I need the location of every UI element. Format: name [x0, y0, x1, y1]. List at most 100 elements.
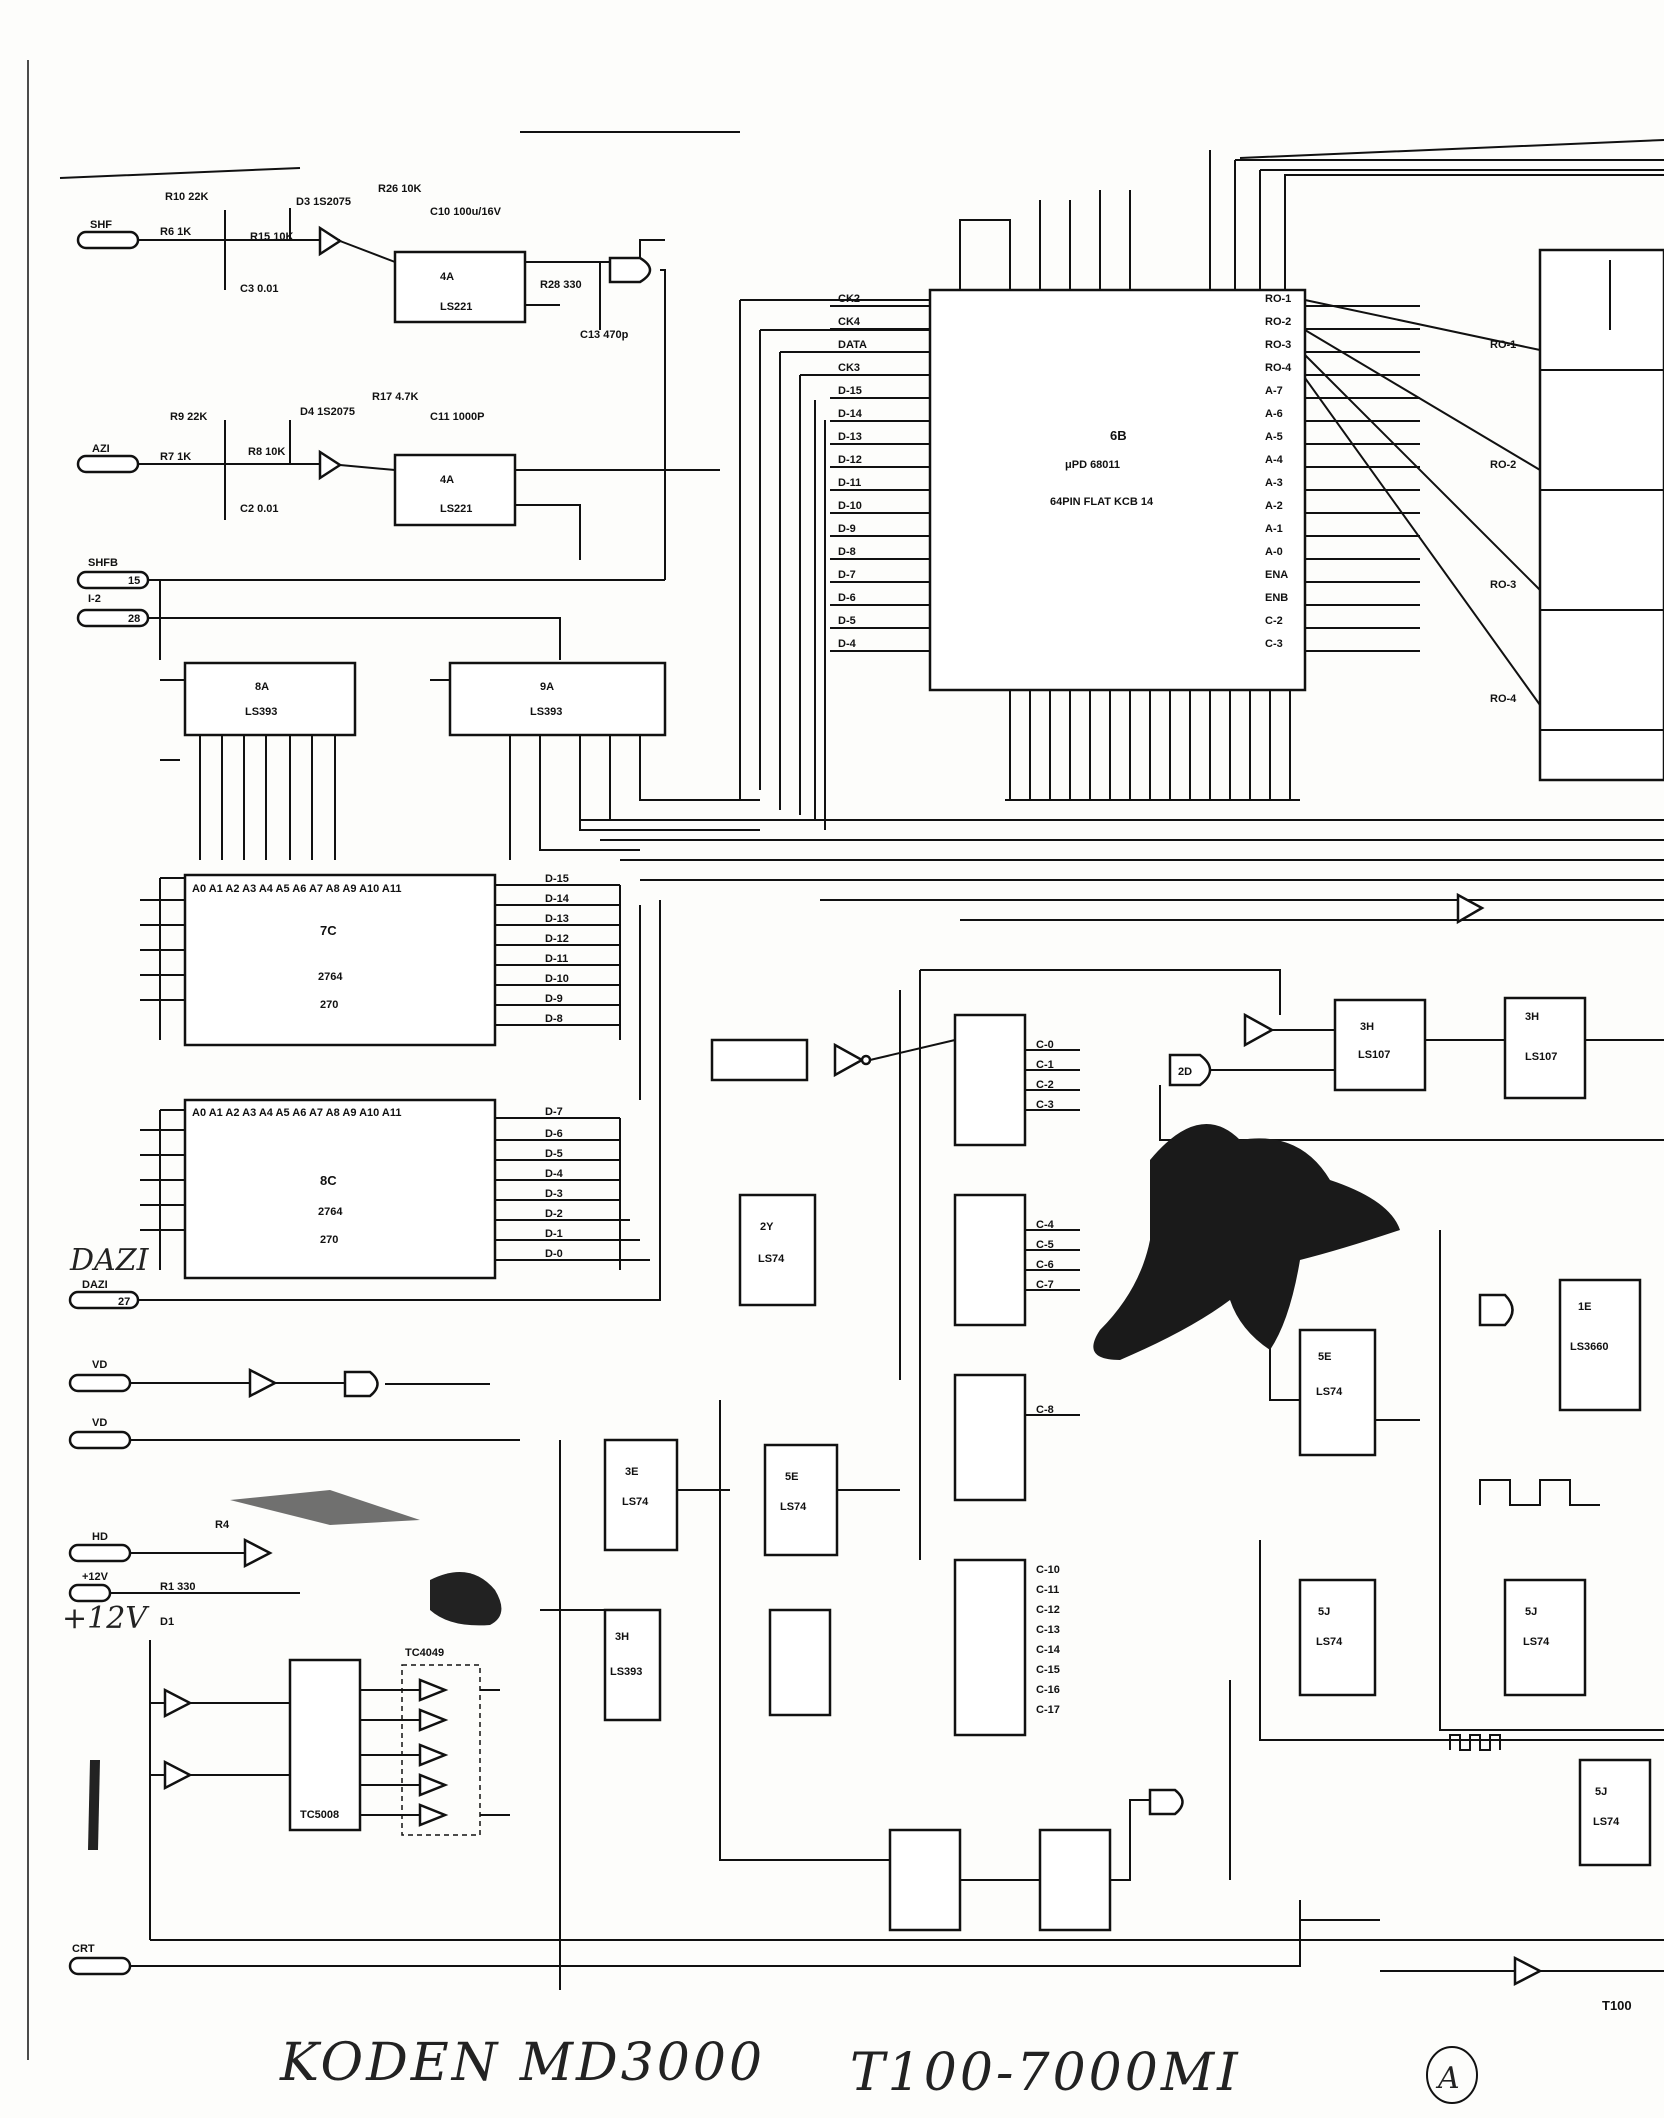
passive-label: R10 22K — [165, 191, 208, 203]
connector-label: VD — [92, 1417, 107, 1429]
sheet-mark-circle — [1426, 2046, 1478, 2104]
ic-part: LS393 — [530, 706, 562, 718]
mid-logic: 2Y LS74 2D 3H LS107 3H LS107 C-0C-1C-2C-… — [710, 969, 1664, 1737]
cpu-pin-label: C-3 — [1265, 638, 1283, 650]
ic-cpu-6b — [928, 288, 1307, 692]
ic-part: LS3660 — [1570, 1341, 1609, 1353]
ic-5e-ls74-mid — [763, 1443, 839, 1557]
ic-register-stack — [1538, 248, 1664, 782]
ic-3h-ls107-2 — [1503, 996, 1587, 1100]
passive-label: C11 1000P — [430, 411, 484, 423]
ro-label: RO-3 — [1490, 579, 1516, 591]
connector-vd — [68, 1373, 132, 1393]
passive-label: C13 470p — [580, 329, 629, 341]
cpu-pin-label: D-15 — [838, 385, 862, 397]
ic-part: LS74 — [1523, 1636, 1550, 1648]
passive-label: D3 1S2075 — [296, 196, 351, 208]
bus-lines — [580, 819, 1664, 921]
border-top — [59, 131, 1664, 179]
cpu-right-pins: RO-1RO-2RO-3RO-4A-7A-6A-5A-4A-3A-2A-1A-0… — [1265, 293, 1420, 652]
cpu-pin-label: A-4 — [1265, 454, 1284, 466]
ink-blot — [430, 1572, 502, 1626]
ic-eprom-8c — [183, 1098, 497, 1280]
connector-label: AZI — [92, 443, 110, 455]
cpu-pin-label: D-4 — [838, 638, 857, 650]
connector-label: HD — [92, 1531, 108, 1543]
data-line-label: D-5 — [545, 1148, 563, 1160]
counter-output-label: C-4 — [1036, 1219, 1055, 1231]
ic-part: 2764 — [318, 971, 343, 983]
nand-gate-2d-icon — [343, 1370, 379, 1398]
azi-section: AZI R9 22K R7 1K R8 10K D4 1S2075 R17 4.… — [76, 391, 720, 560]
ic-part: LS74 — [1316, 1386, 1343, 1398]
cpu-pin-label: A-6 — [1265, 408, 1283, 420]
ic-part: LS74 — [758, 1253, 785, 1265]
ic-oneshot-4a-2 — [393, 453, 517, 527]
ic-part: LS74 — [1593, 1816, 1620, 1828]
counter-output-label: C-12 — [1036, 1604, 1060, 1616]
ic-ref: 5E — [785, 1471, 798, 1483]
ro-label: RO-4 — [1490, 693, 1517, 705]
counter-output-label: C-5 — [1036, 1239, 1054, 1251]
ic-part: TC4049 — [405, 1647, 444, 1659]
footer-part: T100-7000MI — [850, 2043, 1241, 2103]
passive-label: R17 4.7K — [372, 391, 419, 403]
ic-part: 2764 — [318, 1206, 343, 1218]
data-line-label: D-9 — [545, 993, 563, 1005]
ic-ref: 6B — [1110, 428, 1127, 443]
connector-shf — [76, 230, 140, 250]
cpu-pin-label: D-10 — [838, 500, 862, 512]
ic-ref: 3H — [615, 1631, 629, 1643]
counter-output-label: C-17 — [1036, 1704, 1060, 1716]
connector-pin: 27 — [118, 1296, 130, 1308]
connector-vd-2 — [68, 1430, 132, 1450]
cpu-pin-label: A-3 — [1265, 477, 1283, 489]
counter-output-label: C-3 — [1036, 1099, 1054, 1111]
ink-smudge — [230, 1490, 420, 1525]
cpu-section: 6B μPD 68011 64PIN FLAT KCB 14 CK2CK4DAT… — [739, 150, 1664, 830]
ic-counter-c0 — [953, 1013, 1027, 1147]
connector-pin: 15 — [128, 575, 140, 587]
ic-5j-ls74-bottom-2 — [1038, 1828, 1112, 1932]
passive-label: R7 1K — [160, 451, 191, 463]
ic-ref: 5J — [1318, 1606, 1330, 1618]
cpu-pin-label: D-11 — [838, 477, 861, 489]
counter-output-label: C-2 — [1036, 1079, 1054, 1091]
counter-output-label: C-15 — [1036, 1664, 1060, 1676]
data-line-label: D-7 — [545, 1106, 563, 1118]
ic-ls74-c — [768, 1608, 832, 1717]
cpu-pin-label: A-2 — [1265, 500, 1283, 512]
data-line-label: D-1 — [545, 1228, 563, 1240]
ic-counter-9a — [448, 661, 667, 737]
cpu-pin-label: D-6 — [838, 592, 856, 604]
counter-output-label: C-16 — [1036, 1684, 1060, 1696]
ic-tc5008 — [288, 1658, 362, 1832]
cpu-pin-label: D-12 — [838, 454, 862, 466]
scan-smudges — [88, 1124, 1400, 1850]
ic-ref: 2D — [1178, 1066, 1192, 1078]
connector-azi — [76, 454, 140, 474]
passive-label: C10 100u/16V — [430, 206, 502, 218]
counter-output-labels: C-0C-1C-2C-3C-4C-5C-6C-7C-8C-10C-11C-12C… — [1036, 1039, 1061, 1716]
ic-counter-c10 — [953, 1558, 1027, 1737]
ic-ref: 2Y — [760, 1221, 774, 1233]
inverter-bubble-icon — [860, 1054, 872, 1066]
passive-label: R1 330 — [160, 1581, 195, 1593]
ic-ref: 7C — [320, 923, 337, 938]
passive-label: R15 10K — [250, 231, 293, 243]
counter-output-label: C-14 — [1036, 1644, 1061, 1656]
ic-counter-8a — [183, 661, 357, 737]
ic-part: LS107 — [1358, 1049, 1390, 1061]
passive-label: R26 10K — [378, 183, 421, 195]
ic-eprom-7c — [183, 873, 497, 1047]
nand-gate-icon — [1148, 1788, 1184, 1816]
ic-ref: 4A — [440, 474, 454, 486]
ic-2y — [710, 1038, 809, 1082]
ic-ref: 5J — [1595, 1786, 1607, 1798]
passive-label: R4 — [215, 1519, 230, 1531]
cpu-pin-label: ENB — [1265, 592, 1288, 604]
ic-5j-ls74-2 — [1503, 1578, 1587, 1697]
address-pins-label: A0 A1 A2 A3 A4 A5 A6 A7 A8 A9 A10 A11 — [192, 883, 402, 895]
connector-label: CRT — [72, 1943, 95, 1955]
clock-waveform-icon — [1449, 1734, 1501, 1751]
